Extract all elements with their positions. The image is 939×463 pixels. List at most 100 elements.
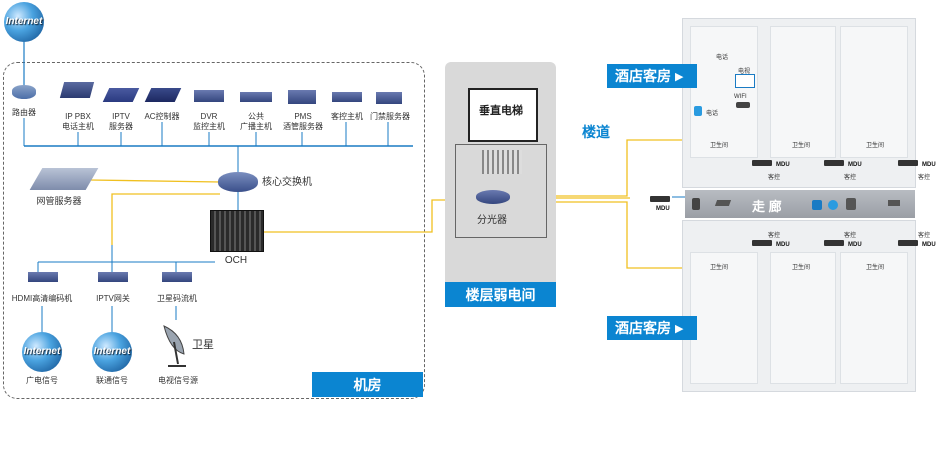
room-bottom-2 [770, 252, 836, 384]
internet-globe-cable: Internet [22, 332, 62, 372]
bathroom-bottom-1: 卫生间 [710, 265, 729, 271]
room-phone2-label: 电话 [706, 111, 719, 117]
guest-ctrl-bottom-2: 客控 [844, 233, 857, 239]
mdu-bottom-2-icon [824, 240, 844, 246]
bathroom-bottom-2: 卫生间 [792, 265, 811, 271]
router-icon [12, 85, 36, 99]
bathroom-top-2: 卫生间 [792, 143, 811, 149]
globe-text-cable: Internet [23, 346, 61, 357]
stair-shaft [455, 144, 547, 238]
cable-signal-label: 广电信号 [26, 376, 58, 385]
phone2-icon [694, 106, 702, 116]
hotel-rooms-bottom-tag: 酒店客房 ▶ [607, 316, 697, 340]
room-wifi-label: WIFI [734, 94, 747, 100]
broadcast-label: 公共 广播主机 [240, 112, 272, 131]
dvr-icon [194, 90, 224, 102]
iptv-server-label: IPTV 服务器 [109, 112, 133, 131]
mdu-top-2-label: MDU [848, 162, 862, 168]
sat-stream-label: 卫星码流机 [157, 294, 197, 303]
machine-room-area [3, 62, 425, 399]
hallway-camera2-icon [888, 200, 900, 206]
tv-source-label: 电视信号源 [158, 376, 198, 385]
room-bottom-1 [690, 252, 758, 384]
mdu-bottom-3-icon [898, 240, 918, 246]
bathroom-top-3: 卫生间 [866, 143, 885, 149]
access-server-label: 门禁服务器 [370, 112, 410, 121]
room-top-3 [840, 26, 908, 158]
hotel-rooms-bottom-label: 酒店客房 [615, 320, 671, 336]
room-top-2 [770, 26, 836, 158]
iptv-gateway-icon [98, 272, 128, 282]
och-icon [210, 210, 264, 252]
guest-ctrl-top-2: 客控 [844, 175, 857, 181]
hallway-speaker-icon [846, 198, 856, 210]
bathroom-top-1: 卫生间 [710, 143, 729, 149]
guest-ctrl-bottom-1: 客控 [768, 233, 781, 239]
sat-stream-icon [162, 272, 192, 282]
bathroom-bottom-3: 卫生间 [866, 265, 885, 271]
dvr-label: DVR 监控主机 [193, 112, 225, 131]
tv-icon [735, 74, 755, 88]
mdu-top-2-icon [824, 160, 844, 166]
pms-icon [288, 90, 316, 104]
core-switch-label: 核心交换机 [262, 177, 312, 188]
room-top-1 [690, 26, 758, 158]
guest-ctrl-top-3: 客控 [918, 175, 931, 181]
guest-ctrl-top-1: 客控 [768, 175, 781, 181]
corridor-label: 楼道 [582, 124, 610, 140]
splitter-label: 分光器 [477, 215, 507, 226]
hallway-ie-icon [828, 200, 838, 210]
globe-text-unicom: Internet [93, 346, 131, 357]
pms-label: PMS 酒管服务器 [283, 112, 323, 131]
guest-ctrl-host-icon [332, 92, 362, 102]
hdmi-encoder-label: HDMI高清编码机 [11, 294, 73, 303]
mdu-top-1-icon [752, 160, 772, 166]
internet-globe-label: Internet [5, 16, 43, 27]
room-phone-label: 电话 [716, 55, 729, 61]
hallway-mdu-label: MDU [656, 206, 670, 212]
hotel-rooms-top-tag: 酒店客房 ▶ [607, 64, 697, 88]
ac-controller-label: AC控制器 [144, 112, 180, 121]
mdu-bottom-3-label: MDU [922, 242, 936, 248]
nms-label: 网管服务器 [36, 196, 82, 206]
satellite-dish-svg [163, 325, 186, 367]
room-bottom-3 [840, 252, 908, 384]
internet-globe-unicom: Internet [92, 332, 132, 372]
core-switch-icon [218, 172, 258, 192]
hallway-ap-icon [812, 200, 822, 210]
access-server-icon [376, 92, 402, 104]
hotel-rooms-bottom-arrow: ▶ [675, 322, 684, 335]
internet-globe-top: Internet [4, 2, 44, 42]
och-label: OCH [224, 255, 248, 266]
room-tv-label: 电视 [738, 69, 751, 75]
unicom-signal-label: 联通信号 [96, 376, 128, 385]
guest-ctrl-host-label: 客控主机 [331, 112, 363, 121]
mdu-bottom-1-icon [752, 240, 772, 246]
elevator-label: 垂直电梯 [479, 105, 523, 117]
ippbx-icon [59, 82, 95, 98]
hdmi-encoder-icon [28, 272, 58, 282]
hotel-rooms-top-label: 酒店客房 [615, 68, 671, 84]
mdu-bottom-1-label: MDU [776, 242, 790, 248]
ippbx-label: IP PBX 电话主机 [62, 112, 94, 131]
broadcast-icon [240, 92, 272, 102]
mdu-top-3-icon [898, 160, 918, 166]
hotel-rooms-top-arrow: ▶ [675, 70, 684, 83]
splitter-icon [476, 190, 510, 204]
router-label: 路由器 [12, 108, 36, 117]
elevator-box [468, 88, 538, 142]
hallway-access-icon [692, 198, 700, 210]
mdu-bottom-2-label: MDU [848, 242, 862, 248]
hallway-camera-icon [714, 200, 732, 206]
mdu-top-1-label: MDU [776, 162, 790, 168]
satellite-label: 卫星 [192, 339, 214, 351]
mdu-top-3-label: MDU [922, 162, 936, 168]
hallway-mdu-icon [650, 196, 670, 202]
guest-ctrl-bottom-3: 客控 [918, 233, 931, 239]
iptv-gateway-label: IPTV网关 [96, 294, 130, 303]
machine-room-tag: 机房 [312, 372, 423, 397]
satellite-dish-icon [160, 320, 190, 368]
hallway-label: 走 廊 [752, 199, 782, 214]
stair-steps [482, 150, 522, 174]
wifi-icon [736, 102, 750, 108]
